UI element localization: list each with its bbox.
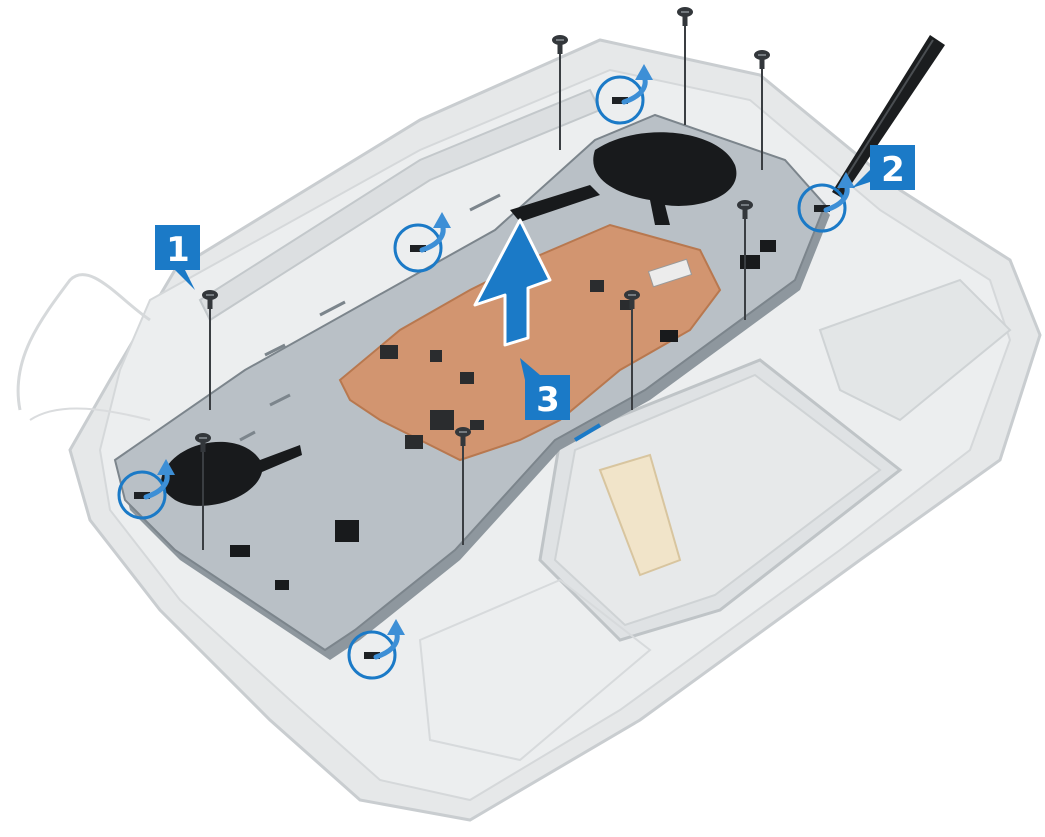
step-badge-1-label: 1 xyxy=(166,230,190,270)
callout-circle-icon xyxy=(595,75,645,125)
screw-icon xyxy=(195,433,211,550)
screw-icon xyxy=(552,35,568,150)
step-badge-3: 3 xyxy=(520,358,570,420)
callout-circle-icon xyxy=(347,630,397,680)
step-badge-2: 2 xyxy=(852,145,915,190)
lift-arrow-icon xyxy=(473,218,552,347)
fan-cutout-bottom xyxy=(161,441,302,506)
rotate-arrow-icon xyxy=(621,64,653,105)
screws xyxy=(195,7,770,550)
screw-icon xyxy=(737,200,753,320)
callouts xyxy=(117,64,855,680)
callout-circle-icon xyxy=(797,183,847,233)
touchpad-flex-cable xyxy=(598,453,682,577)
screw-icon xyxy=(202,290,218,410)
screw-icon xyxy=(624,290,640,410)
step-badge-3-label: 3 xyxy=(536,380,560,420)
step-badge-1: 1 xyxy=(155,225,200,290)
rotate-arrow-icon xyxy=(419,212,451,253)
rotate-arrow-icon xyxy=(373,619,405,660)
callout-circle-icon xyxy=(117,470,167,520)
keyboard-support-plate xyxy=(113,113,830,660)
step-badge-2-label: 2 xyxy=(881,150,905,190)
screw-icon xyxy=(754,50,770,170)
fan-cutout-top xyxy=(593,132,737,225)
rotate-arrow-icon xyxy=(823,172,855,213)
rotate-arrow-icon xyxy=(143,459,175,500)
screw-icon xyxy=(455,427,471,545)
antenna-cable xyxy=(16,273,151,411)
scribe-tool-icon xyxy=(832,35,945,198)
callout-circle-icon xyxy=(393,223,443,273)
screw-icon xyxy=(677,7,693,125)
